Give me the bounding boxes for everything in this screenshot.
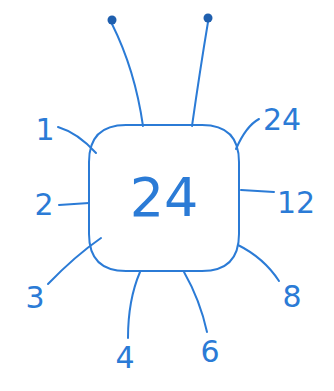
leg-line — [184, 272, 207, 332]
antenna-tip — [204, 14, 213, 23]
factor-label: 6 — [200, 337, 219, 367]
factor-label: 1 — [35, 115, 54, 145]
factor-label: 3 — [25, 283, 44, 313]
leg-line — [241, 190, 274, 192]
factor-label: 24 — [263, 105, 301, 135]
body-number: 24 — [130, 171, 199, 225]
bug-body: 24 — [88, 124, 240, 272]
factor-label: 4 — [115, 343, 134, 373]
leg-line — [238, 245, 279, 281]
factor-label: 12 — [277, 188, 315, 218]
body-outline-path — [89, 125, 239, 271]
factor-label: 2 — [34, 190, 53, 220]
antenna — [192, 22, 208, 126]
leg-line — [236, 119, 259, 149]
factor-label: 8 — [282, 282, 301, 312]
leg-line — [59, 203, 89, 205]
leg-line — [48, 238, 101, 284]
leg-line — [128, 272, 140, 338]
antenna-tip — [108, 16, 117, 25]
antenna — [112, 24, 143, 126]
